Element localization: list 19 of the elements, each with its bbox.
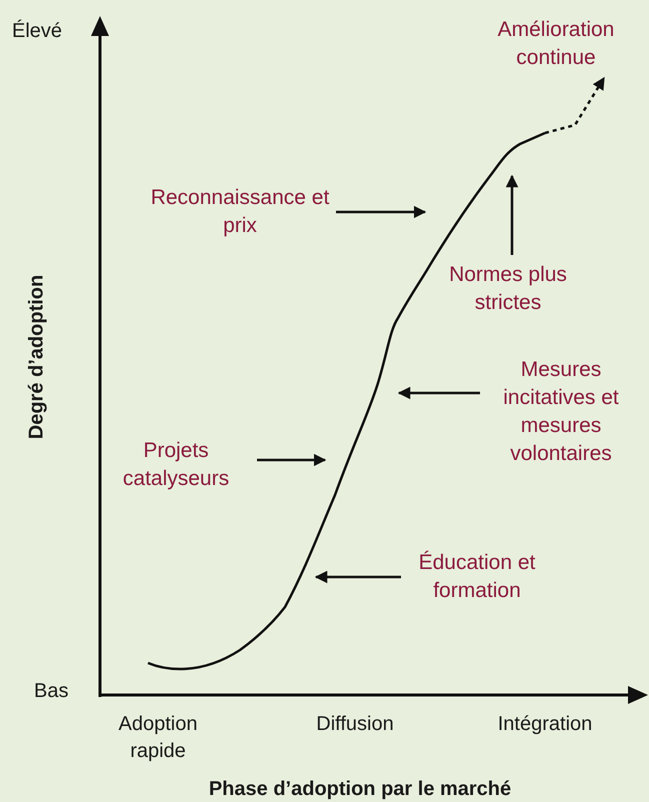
- axis-title: Degré d’adoption: [24, 274, 48, 440]
- arrow: [336, 206, 426, 218]
- arrow: [544, 76, 606, 134]
- callout-text: Normes plus strictes: [440, 261, 576, 317]
- axis-title: Phase d’adoption par le marché: [208, 777, 512, 802]
- arrow: [257, 454, 326, 466]
- callout-text: Amélioration continue: [476, 16, 636, 72]
- axis-label: Élevé: [12, 18, 62, 44]
- arrow: [314, 570, 401, 584]
- callout-text: Reconnaissance et prix: [150, 184, 330, 240]
- axis-label: Adoption rapide: [118, 712, 198, 764]
- callout-text: Mesures incitatives et mesures volontaires: [486, 356, 636, 468]
- arrow: [398, 386, 480, 400]
- arrow: [506, 174, 518, 255]
- callout-text: Projets catalyseurs: [101, 437, 251, 493]
- axis-label: Intégration: [498, 712, 592, 737]
- axis-label: Bas: [34, 679, 68, 704]
- axis-label: Diffusion: [316, 712, 394, 737]
- callout-text: Éducation et formation: [407, 549, 547, 605]
